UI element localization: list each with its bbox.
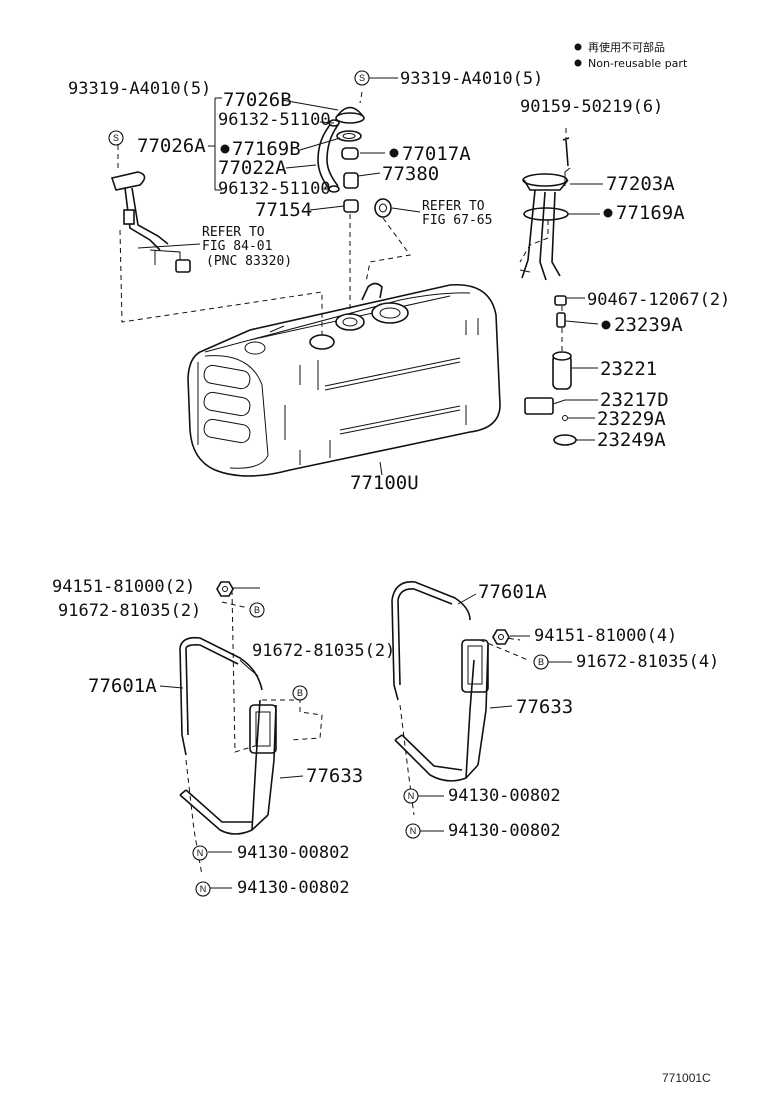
- part-label: 77022A: [218, 157, 287, 179]
- b-badge-icon: B: [249, 602, 265, 618]
- part-label: 23229A: [597, 408, 666, 430]
- part-label: 77380: [382, 163, 439, 185]
- part-label: 93319-A4010(5): [400, 69, 543, 89]
- refer-fig-text: FIG 67-65: [422, 213, 492, 228]
- part-label: 23221: [600, 358, 657, 380]
- non-reusable-bullet-icon: [574, 59, 582, 67]
- svg-text:N: N: [197, 848, 204, 858]
- part-label: 91672-81035(2): [252, 641, 395, 661]
- part-label: 77633: [306, 765, 363, 787]
- svg-text:S: S: [113, 133, 119, 143]
- part-label: 93319-A4010(5): [68, 79, 211, 99]
- b-badge-icon: B: [292, 685, 308, 701]
- reference-dashed-lines: [117, 91, 567, 876]
- non-reusable-dot-icon: [389, 148, 399, 158]
- part-label: 91672-81035(2): [58, 601, 201, 621]
- fastener-parts: [216, 581, 510, 645]
- part-label: 77017A: [402, 143, 471, 165]
- svg-text:B: B: [254, 605, 260, 615]
- refer-to-text: REFER TO: [202, 225, 265, 240]
- part-label: 94130-00802: [237, 843, 350, 863]
- refer-to-text: REFER TO: [422, 199, 485, 214]
- part-label: 77026B: [223, 89, 292, 111]
- n-badge-icon: N: [192, 845, 208, 861]
- part-label: 94151-81000(4): [534, 626, 677, 646]
- part-label: 77169A: [616, 202, 685, 224]
- fuel-tank-drawing: [187, 282, 501, 477]
- leader-lines: [137, 77, 603, 889]
- part-label: 94130-00802: [237, 878, 350, 898]
- part-label: 90159-50219(6): [520, 97, 663, 117]
- part-label: 77026A: [137, 135, 206, 157]
- non-reusable-bullet-icon: [574, 43, 582, 51]
- svg-text:N: N: [408, 791, 415, 801]
- diagram-code: 771001C: [662, 1071, 711, 1085]
- s-badge-icon: S: [354, 70, 370, 86]
- part-label: 77601A: [478, 581, 547, 603]
- part-label: 94130-00802: [448, 821, 561, 841]
- part-label: 23249A: [597, 429, 666, 451]
- part-label: 77601A: [88, 675, 157, 697]
- part-label: 77633: [516, 696, 573, 718]
- svg-text:B: B: [297, 688, 303, 698]
- refer-fig-text: FIG 84-01: [202, 239, 272, 254]
- part-label: 96132-51100: [218, 179, 331, 199]
- legend-english: Non-reusable part: [588, 57, 688, 70]
- n-badge-icon: N: [403, 788, 419, 804]
- left-strap-drawing: [179, 636, 277, 835]
- part-label: 90467-12067(2): [587, 290, 730, 310]
- non-reusable-dot-icon: [601, 320, 611, 330]
- non-reusable-dot-icon: [603, 208, 613, 218]
- part-label: 77203A: [606, 173, 675, 195]
- part-label: 77154: [255, 199, 312, 221]
- svg-text:N: N: [410, 826, 417, 836]
- reference-note-fig-67-65: REFER TO FIG 67-65: [422, 199, 492, 228]
- svg-text:N: N: [200, 884, 207, 894]
- reference-note-fig-84-01: REFER TO FIG 84-01 (PNC 83320): [202, 225, 292, 269]
- part-label: 23239A: [614, 314, 683, 336]
- svg-text:S: S: [359, 73, 365, 83]
- part-label: 94130-00802: [448, 786, 561, 806]
- part-label: 23217D: [600, 389, 669, 411]
- n-badge-icon: N: [405, 823, 421, 839]
- legend-japanese: 再使用不可部品: [588, 40, 665, 54]
- part-label: 96132-51100: [218, 110, 331, 130]
- svg-text:B: B: [538, 657, 544, 667]
- non-reusable-dot-icon: [220, 144, 230, 154]
- s-badge-icon: S: [108, 130, 124, 146]
- legend: 再使用不可部品 Non-reusable part: [574, 40, 688, 70]
- part-label: 77100U: [350, 472, 419, 494]
- part-labels: 93319-A4010(5) 93319-A4010(5) 77026B 961…: [52, 69, 730, 898]
- part-label: 91672-81035(4): [576, 652, 719, 672]
- refer-pnc-text: (PNC 83320): [206, 254, 292, 269]
- b-badge-icon: B: [533, 654, 549, 670]
- n-badge-icon: N: [195, 881, 211, 897]
- vent-parts-drawing: [110, 106, 577, 446]
- part-label: 77169B: [232, 138, 301, 160]
- right-strap-drawing: [391, 581, 489, 782]
- part-label: 94151-81000(2): [52, 577, 195, 597]
